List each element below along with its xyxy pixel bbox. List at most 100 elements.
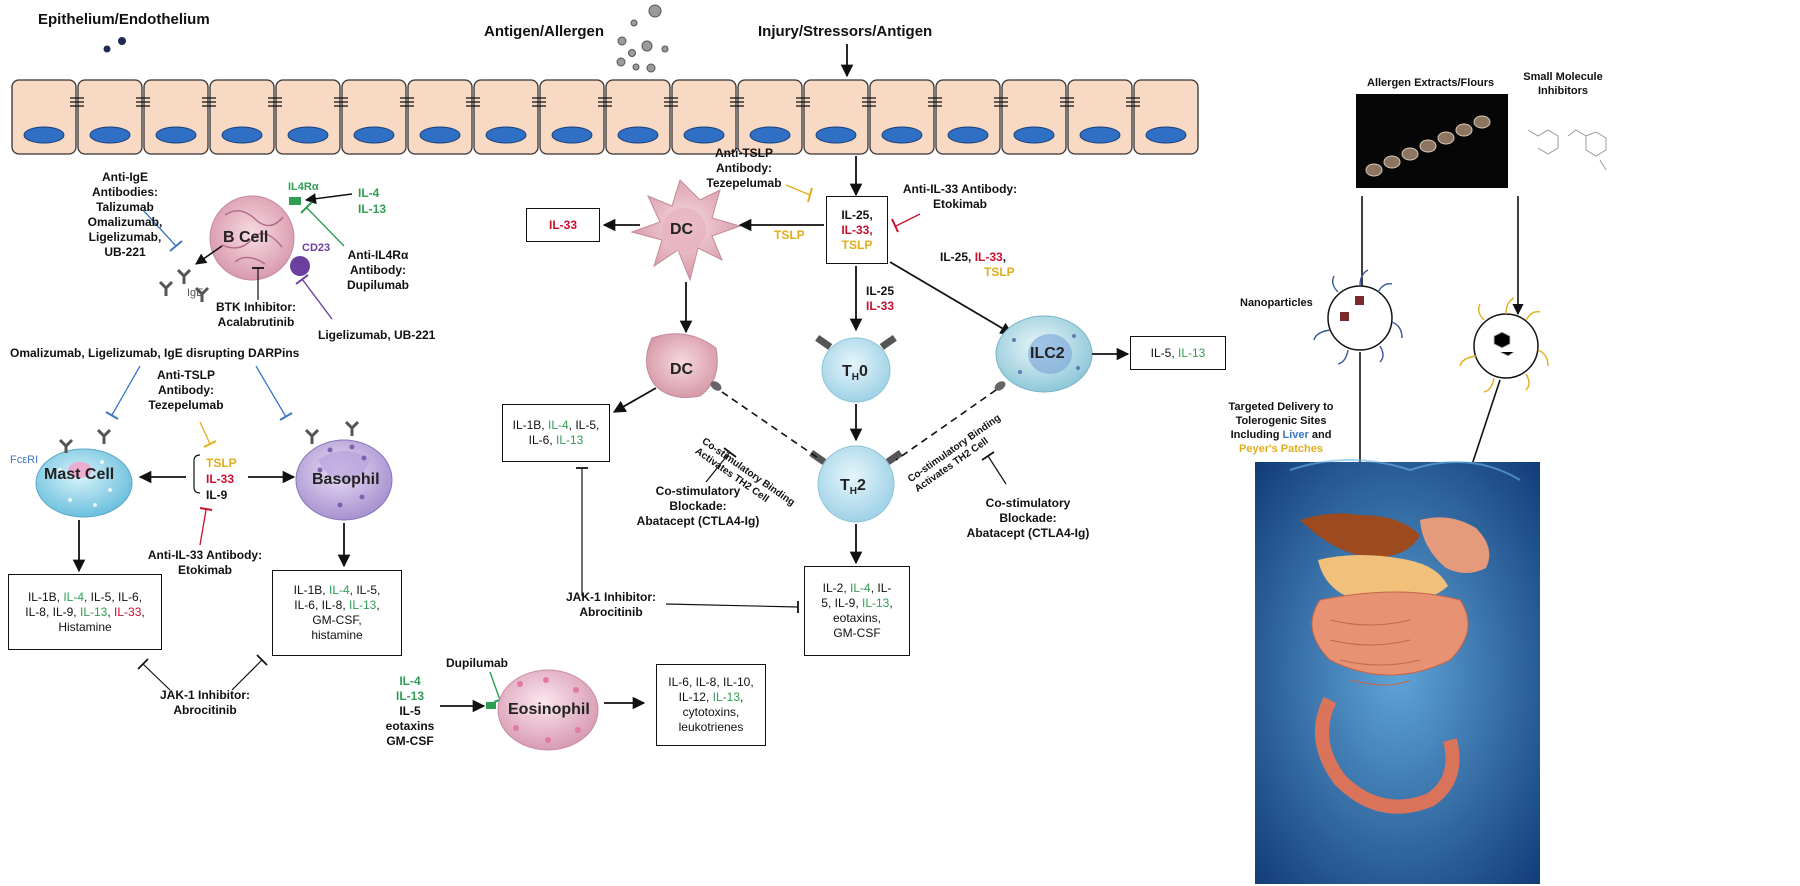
- dupilumab-label: Dupilumab: [446, 656, 508, 670]
- il4-label: IL-4: [358, 186, 380, 200]
- ige-antibodies: [158, 268, 210, 302]
- center-cytokine-box: IL-25,IL-33,TSLP: [826, 196, 888, 264]
- ilc2-cell: [994, 315, 1093, 393]
- nucleus: [89, 126, 131, 144]
- blockade-right-bar: [981, 451, 995, 461]
- th2-output-box: IL-2, IL-4, IL- 5, IL-9, IL-13, eotaxins…: [804, 566, 910, 656]
- dendritic-cell-small: [646, 333, 722, 398]
- nucleus: [617, 126, 659, 144]
- anti-tslp-dc-inhibit: [785, 184, 811, 196]
- ilc2-output-box: IL-5, IL-13: [1130, 336, 1226, 370]
- anti-il33-center-text: Anti-IL-33 Antibody:Etokimab: [902, 182, 1018, 211]
- dendritic-cell-large: [630, 179, 742, 282]
- jak-mast-text: JAK-1 Inhibitor:Abrocitinib: [160, 688, 250, 717]
- mast-cell-label: Mast Cell: [44, 466, 115, 483]
- dark-dot: [103, 45, 111, 53]
- ige-label: IgE: [187, 287, 204, 299]
- dc-output-box: IL-1B, IL-4, IL-5, IL-6, IL-13: [502, 404, 610, 462]
- nucleus: [947, 126, 989, 144]
- epithelium-layer: [11, 79, 1199, 155]
- ligelizumab-bar: [295, 274, 309, 285]
- basophil-output-box: IL-1B, IL-4, IL-5, IL-6, IL-8, IL-13, GM…: [272, 570, 402, 656]
- allergen-particles: [616, 4, 669, 73]
- small-molecule-title: Small Molecule Inhibitors: [1523, 71, 1603, 97]
- basophil: [295, 420, 393, 521]
- nanoparticles-label: Nanoparticles: [1240, 297, 1313, 309]
- omali-mast-bar: [105, 411, 119, 420]
- eos-output-box: IL-6, IL-8, IL-10, IL-12, IL-13, cytotox…: [656, 664, 766, 746]
- nucleus: [221, 126, 263, 144]
- right-arrow-label: IL-25, IL-33, TSLP: [940, 250, 1015, 279]
- jak-center-text: JAK-1 Inhibitor:Abrocitinib: [566, 590, 656, 619]
- costim-line-left: [721, 391, 819, 459]
- il13-label: IL-13: [358, 202, 387, 216]
- nucleus: [683, 126, 725, 144]
- btk-text: BTK Inhibitor:Acalabrutinib: [216, 300, 296, 329]
- eosinophil-label: Eosinophil: [508, 701, 590, 718]
- jak-baso-bar: [256, 654, 268, 666]
- anti-il33-center-inhibit: [895, 213, 921, 227]
- th0-label: TH0: [842, 363, 868, 384]
- il33-mast-label: IL-33: [206, 472, 235, 486]
- nucleus: [815, 126, 857, 144]
- antigen-title: Antigen/Allergen: [484, 23, 605, 40]
- bcell-to-ige-arrow: [195, 245, 223, 265]
- basophil-label: Basophil: [312, 471, 380, 488]
- th2-label: TH2: [840, 477, 866, 498]
- anti-il4ra-bar: [300, 201, 313, 214]
- dc-large-label: DC: [670, 221, 694, 238]
- b-cell-label: B Cell: [223, 229, 269, 246]
- costim-line-right: [895, 389, 997, 461]
- allergen-extracts-image: [1356, 94, 1508, 188]
- ligelizumab-text: Ligelizumab, UB-221: [318, 328, 436, 342]
- injury-title: Injury/Stressors/Antigen: [758, 23, 933, 40]
- body-gut-image: [1255, 459, 1540, 884]
- anti-il33-center-bar: [891, 218, 899, 233]
- th0-cell: [815, 334, 897, 403]
- jak-mast-inhibit: [142, 663, 171, 691]
- omali-baso-bar: [279, 412, 293, 421]
- nucleus: [155, 126, 197, 144]
- nucleus: [881, 126, 923, 144]
- bracket: [193, 454, 201, 494]
- eosinophil-cell: [497, 669, 599, 751]
- anti-il4ra-inhibit: [306, 207, 345, 247]
- fceri-label: FcεRI: [10, 454, 39, 466]
- th2-cell: [809, 445, 903, 523]
- tight-junctions: [70, 97, 1140, 107]
- b-cell: [209, 195, 310, 281]
- il9-mast-label: IL-9: [206, 488, 228, 502]
- jak-baso-inhibit: [231, 659, 263, 691]
- nucleus: [287, 126, 329, 144]
- nanoparticle-left: [1313, 269, 1403, 365]
- nucleus: [353, 126, 395, 144]
- nucleus: [1079, 126, 1121, 144]
- anti-il33-mast-bar: [199, 507, 213, 511]
- il4ra-label: IL4Rα: [288, 181, 319, 193]
- nucleus: [485, 126, 527, 144]
- mast-output-box: IL-1B, IL-4, IL-5, IL-6, IL-8, IL-9, IL-…: [8, 574, 162, 650]
- jak-center-inhibit-right: [665, 603, 799, 608]
- il33-box: IL-33: [526, 208, 600, 242]
- omalizumab-to-baso: [255, 365, 287, 418]
- nucleus: [1013, 126, 1055, 144]
- anti-tslp-mast-bar: [203, 440, 217, 448]
- mast-cell: [35, 428, 133, 518]
- anti-il33-mast-text: Anti-IL-33 Antibody:Etokimab: [147, 548, 263, 577]
- dc-out-arrow: [612, 387, 657, 413]
- il4ra-receptor: [289, 197, 301, 205]
- nucleus: [419, 126, 461, 144]
- blockade-right-inhibit: [987, 455, 1007, 485]
- nanoparticle-right: [1459, 297, 1549, 393]
- anti-tslp-mast-inhibit: [199, 421, 211, 445]
- blockade-left-inhibit: [705, 451, 731, 483]
- eos-receptor: [486, 702, 496, 709]
